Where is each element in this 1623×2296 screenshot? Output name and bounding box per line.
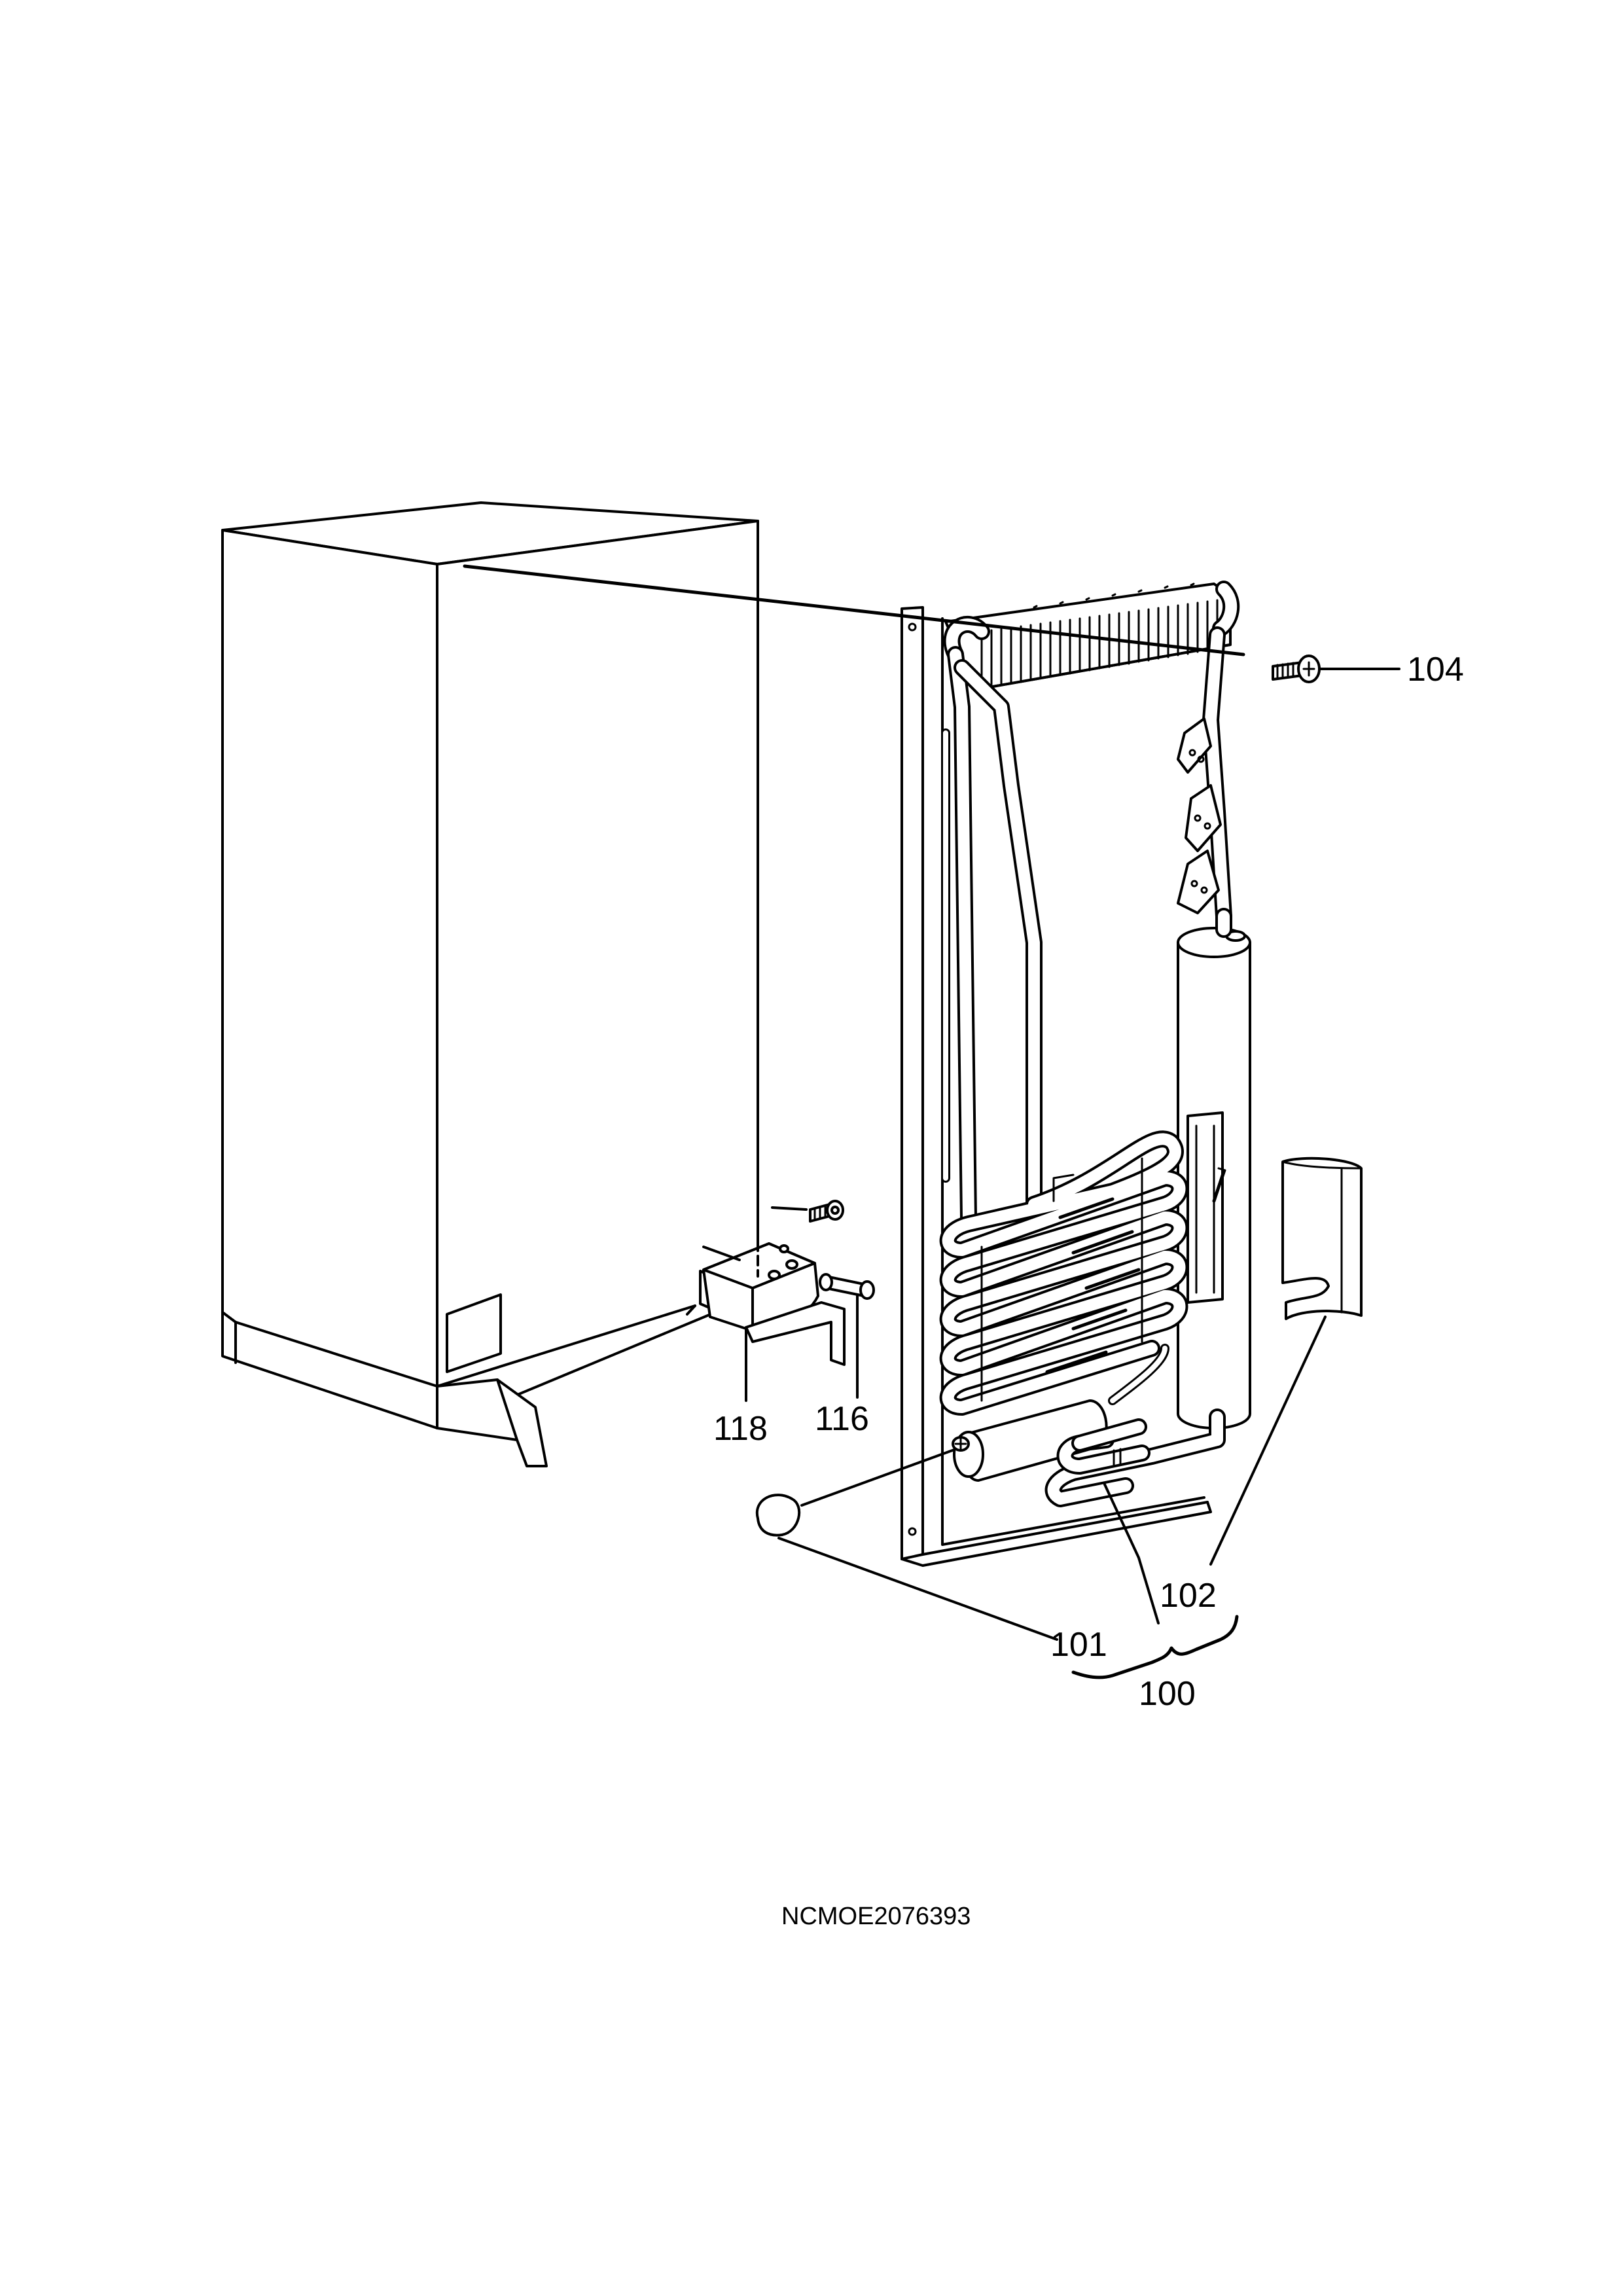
cap-101 — [755, 1494, 801, 1537]
leader-cap-to-burner — [800, 1448, 955, 1507]
label-100: 100 — [1139, 1675, 1196, 1713]
clip-102 — [1281, 1157, 1363, 1320]
label-102: 102 — [1160, 1577, 1217, 1615]
mounting-rail — [745, 1301, 846, 1366]
drawing-code: NCMOE2076393 — [781, 1903, 971, 1930]
boiler-coils — [939, 1130, 1188, 1416]
label-101: 101 — [1050, 1626, 1107, 1664]
leader-102 — [1209, 1316, 1327, 1566]
label-118: 118 — [713, 1410, 768, 1448]
label-116: 116 — [815, 1400, 869, 1438]
screw-bracket-top — [809, 1200, 844, 1223]
leader-101 — [777, 1537, 1058, 1641]
leader-cabinet-base — [686, 1304, 696, 1316]
leader-100-tube — [1103, 1483, 1160, 1624]
refrigerator-cabinet — [221, 501, 759, 1467]
leader-cabinet-to-unit — [463, 564, 1245, 656]
liquid-heat-exchanger — [1044, 1408, 1226, 1507]
pipe-bracket — [1177, 626, 1232, 925]
label-104: 104 — [1407, 651, 1464, 689]
absorber-cylinder — [1177, 908, 1251, 1429]
screw-104 — [1272, 655, 1321, 683]
leader-screw-bracket — [771, 1206, 808, 1211]
cooling-unit — [901, 581, 1251, 1567]
pin-116 — [819, 1273, 875, 1300]
brace-100 — [1071, 1615, 1239, 1679]
leader-lines — [463, 564, 1400, 1679]
leader-bracket-top — [702, 1246, 741, 1261]
